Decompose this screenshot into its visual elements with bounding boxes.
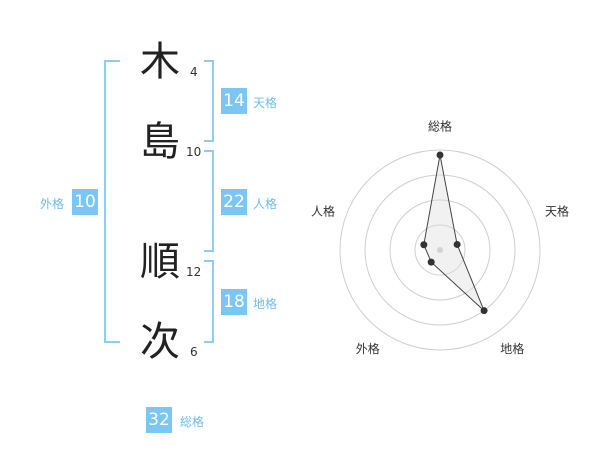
gaikaku-score: 10 (72, 189, 98, 215)
stroke-count-4: 6 (190, 345, 198, 359)
name-char-1: 木 (140, 39, 180, 85)
radar-point-1 (453, 240, 461, 248)
radar-area-layer (423, 154, 485, 312)
soukaku-score: 32 (146, 407, 172, 433)
stroke-count-1: 4 (190, 65, 198, 79)
jinkaku-label: 人格 (253, 197, 278, 211)
chikaku-label: 地格 (253, 297, 278, 311)
chikaku-score: 18 (221, 289, 247, 315)
gaikaku-label: 外格 (40, 197, 65, 211)
radar-area (423, 154, 485, 312)
tenkaku-bracket (204, 60, 214, 142)
jinkaku-bracket (204, 150, 214, 252)
radar-axis-label-3: 外格 (356, 341, 380, 356)
radar-points (420, 151, 488, 315)
tenkaku-label: 天格 (253, 96, 278, 110)
stroke-count-2: 10 (186, 145, 202, 159)
radar-ring-1 (414, 224, 466, 276)
name-char-4: 次 (140, 319, 180, 365)
chikaku-bracket (204, 260, 214, 343)
radar-point-4 (420, 241, 428, 249)
radar-point-2 (480, 307, 488, 315)
radar-point-3 (427, 258, 435, 266)
radar-ring-3 (364, 174, 516, 326)
name-char-3: 順 (140, 239, 180, 285)
radar-axis-label-4: 人格 (311, 204, 335, 219)
soukaku-label: 総格 (180, 415, 205, 429)
radar-point-0 (436, 151, 444, 159)
radar-axis-label-1: 天格 (545, 204, 569, 219)
radar-center (437, 247, 443, 253)
radar-ring-2 (389, 199, 491, 301)
radar-axis-label-2: 地格 (500, 341, 524, 356)
radar-rings (339, 149, 541, 351)
gaikaku-bracket (104, 60, 120, 343)
jinkaku-score: 22 (221, 189, 247, 215)
radar-ring-4 (339, 149, 541, 351)
tenkaku-score: 14 (221, 88, 247, 114)
name-char-2: 島 (140, 119, 180, 165)
radar-axis-label-0: 総格 (428, 119, 452, 134)
stroke-count-3: 12 (186, 265, 202, 279)
